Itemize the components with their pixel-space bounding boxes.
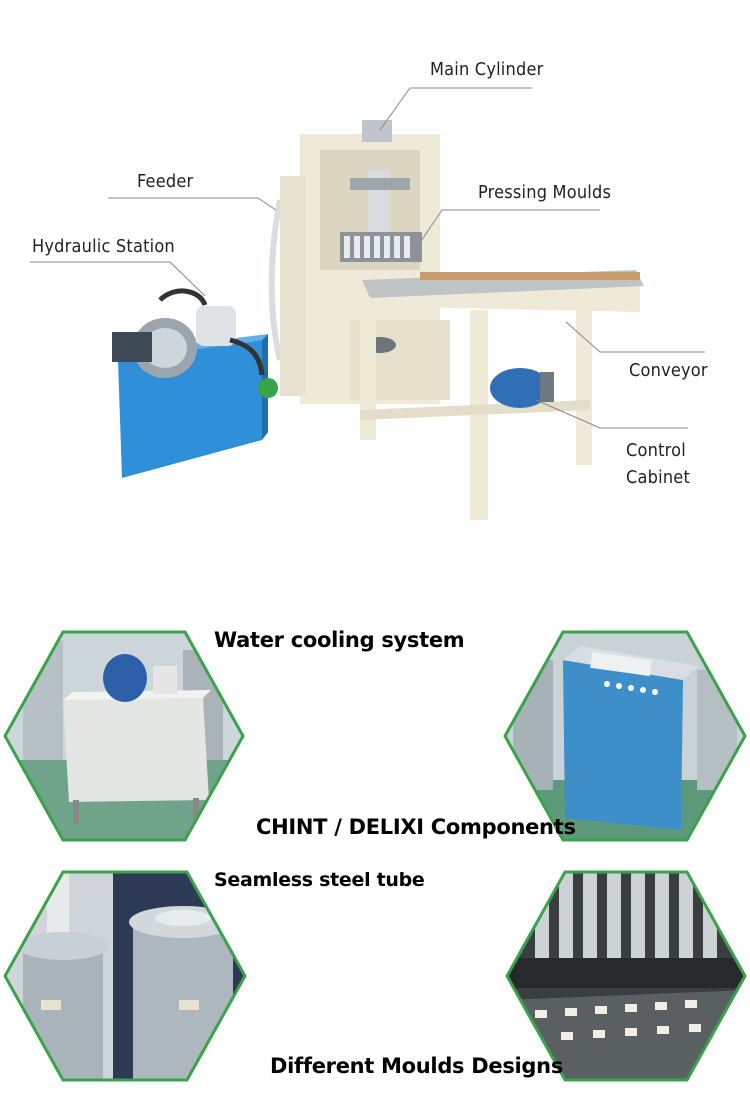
conveyor-graphic (350, 270, 644, 520)
control-cabinet-photo (503, 630, 747, 842)
label-control-cabinet-line2: Cabinet (626, 467, 690, 488)
feature-title-components: CHINT / DELIXI Components (256, 815, 576, 839)
leader-lines (30, 87, 705, 429)
label-hydraulic-station: Hydraulic Station (32, 236, 175, 257)
feature-title-moulds: Different Moulds Designs (270, 1054, 564, 1078)
label-pressing-moulds: Pressing Moulds (478, 182, 612, 203)
steel-tube-photo (3, 870, 247, 1082)
label-control-cabinet-line1: Control (626, 440, 686, 461)
water-cooling-photo (3, 630, 245, 842)
brick-machine-illustration (30, 87, 705, 520)
feature-title-steel-tube: Seamless steel tube (214, 869, 425, 891)
machine-diagram: Main Cylinder Feeder Pressing Moulds Hyd… (30, 59, 708, 520)
label-main-cylinder: Main Cylinder (430, 59, 544, 80)
moulds-photo (505, 870, 747, 1082)
hydraulic-station-graphic (112, 288, 278, 478)
label-feeder: Feeder (137, 171, 194, 192)
label-conveyor: Conveyor (629, 360, 708, 381)
feature-title-water-cooling: Water cooling system (214, 628, 465, 652)
